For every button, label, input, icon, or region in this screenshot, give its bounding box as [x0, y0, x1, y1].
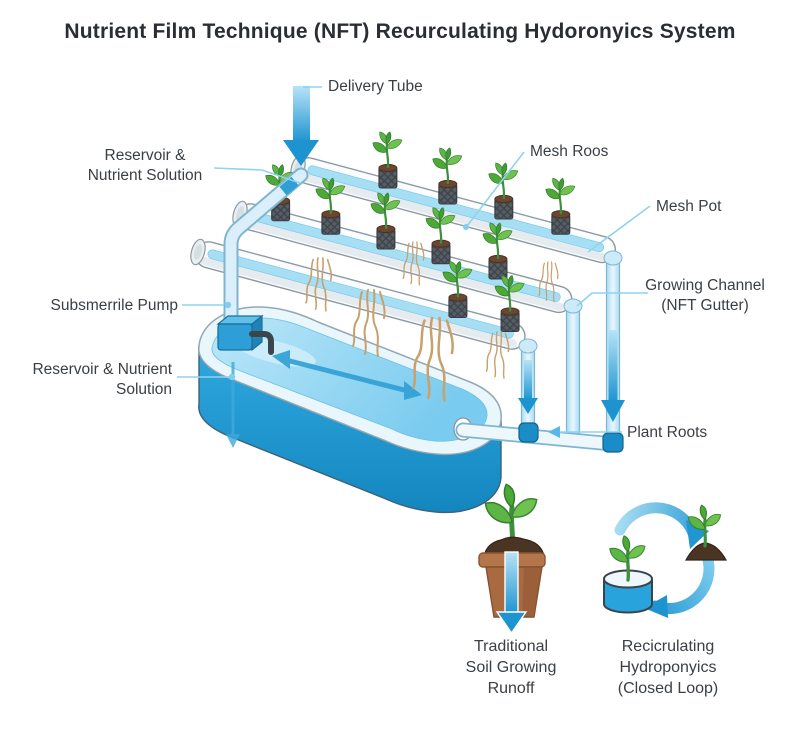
label-delivery-tube: Delivery Tube — [328, 78, 423, 95]
caption-soil-growing: Traditional Soil Growing Runoff — [465, 638, 557, 697]
soil-pot-icon — [478, 484, 546, 635]
drain-arrow — [601, 330, 625, 422]
label-mesh-roots: Mesh Roos — [530, 143, 609, 160]
pump-outlet-icon — [249, 331, 274, 355]
leader-lines — [177, 86, 651, 433]
runoff-arrow — [495, 551, 528, 635]
drain-pipes — [453, 250, 625, 453]
pipe-elbow — [602, 432, 624, 453]
diagram-title: Nutrient Film Technique (NFT) Recurculat… — [64, 20, 736, 43]
delivery-pipe — [223, 167, 309, 340]
soil-mound-icon — [684, 503, 728, 561]
pipe-water-band — [279, 176, 299, 196]
reservoir-tank — [198, 306, 502, 514]
drain-arrow — [518, 360, 538, 414]
leader-dots — [224, 224, 469, 381]
label-pump: Subsmerrile Pump — [50, 297, 179, 314]
caption-recirculating: Recicrulating Hydroponyics (Closed Loop) — [617, 638, 719, 697]
submersible-pump — [216, 314, 274, 355]
pipe-elbow — [518, 422, 539, 443]
label-growing-channel: Growing Channel (NFT Gutter) — [645, 277, 765, 314]
mini-reservoir-icon — [603, 534, 653, 614]
recirculating-arrows-icon — [603, 502, 728, 618]
plant-roots-pointer — [548, 426, 560, 438]
label-reservoir-bottom: Reservoir & Nutrient Solution — [32, 361, 172, 398]
water-flow-arrow — [272, 350, 422, 400]
label-reservoir-top: Reservoir & Nutrient Solution — [87, 147, 203, 184]
delivery-tube-arrow — [283, 86, 319, 166]
label-plant-roots: Plant Roots — [627, 424, 708, 441]
growing-channels — [190, 130, 616, 350]
label-mesh-pot: Mesh Pot — [656, 198, 722, 215]
